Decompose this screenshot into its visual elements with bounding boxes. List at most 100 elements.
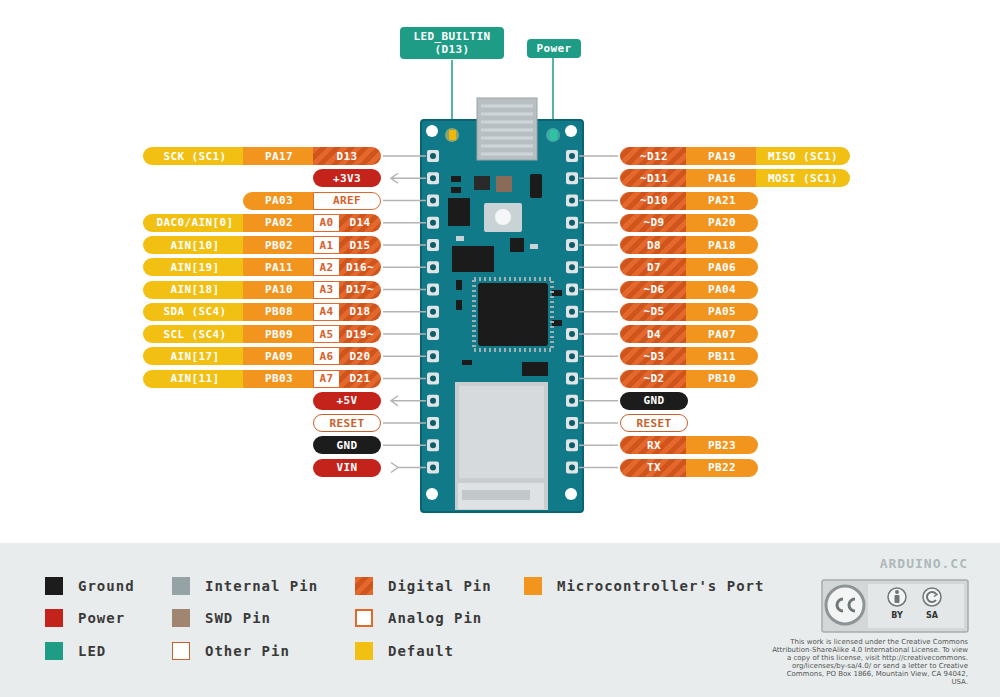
mounting-hole — [426, 488, 438, 500]
pin-text: Power — [536, 42, 571, 55]
board-outline — [421, 120, 583, 512]
analog-pin-label: A4 — [313, 303, 340, 321]
power-pin-label: VIN — [313, 459, 381, 477]
license-badge — [822, 580, 968, 632]
reset-button — [484, 203, 522, 232]
legend-swatch — [45, 642, 63, 660]
digital-pin-label: ~D12 — [620, 147, 688, 165]
power-arrow — [391, 173, 426, 472]
digital-pin-label: D20 — [339, 347, 381, 365]
default-label: AIN[18] — [143, 281, 247, 299]
callout-box: LED_BUILTIN (D13) — [400, 27, 504, 59]
pin-text: PB11 — [708, 350, 736, 363]
analog-pin-label: A1 — [313, 236, 340, 254]
legend-text: Internal Pin — [205, 576, 318, 596]
ground-pin-label: GND — [313, 436, 381, 454]
port-label: PB22 — [686, 459, 758, 477]
pin-text: LED_BUILTIN (D13) — [404, 30, 500, 56]
pin-text: GND — [643, 394, 664, 407]
legend-swatch — [45, 577, 63, 595]
pin-text: PA04 — [708, 283, 736, 296]
legend-swatch — [355, 642, 373, 660]
pin-text: AREF — [333, 194, 361, 207]
legend-text: Ground — [78, 576, 135, 596]
port-label: PA16 — [686, 169, 758, 187]
port-label: PA17 — [243, 147, 315, 165]
pin-text: ~D10 — [640, 194, 668, 207]
port-label: PA04 — [686, 281, 758, 299]
port-label: PA07 — [686, 325, 758, 343]
pin-text: +5V — [336, 394, 357, 407]
digital-pin-label: ~D5 — [620, 303, 688, 321]
pin-text: D14 — [349, 216, 370, 229]
legend-swatch — [172, 577, 190, 595]
default-label: SCL (SC4) — [143, 325, 247, 343]
pin-leader — [579, 156, 618, 468]
digital-pin-label: ~D2 — [620, 370, 688, 388]
port-label: PA02 — [243, 214, 315, 232]
led — [449, 130, 456, 140]
pin-text: +3V3 — [333, 172, 361, 185]
pin-text: VIN — [336, 461, 357, 474]
pin-text: AIN[17] — [170, 350, 219, 363]
license-note: This work is licensed under the Creative… — [768, 638, 968, 686]
pin-text: ~D2 — [643, 372, 664, 385]
pin-text: RESET — [329, 417, 364, 430]
digital-pin-label: D17~ — [339, 281, 381, 299]
legend-text: Microcontroller's Port — [557, 576, 764, 596]
pin-text: A0 — [319, 216, 333, 229]
digital-pin-label: ~D9 — [620, 214, 688, 232]
legend-text: Digital Pin — [388, 576, 492, 596]
pin-text: D16~ — [346, 261, 374, 274]
pin-text: D15 — [349, 239, 370, 252]
ground-pin-label: GND — [620, 392, 688, 410]
port-label: PA11 — [243, 258, 315, 276]
pin-text: A5 — [319, 328, 333, 341]
pin-text: PA02 — [265, 216, 293, 229]
digital-pin-label: TX — [620, 459, 688, 477]
port-label: PA20 — [686, 214, 758, 232]
pin-text: PA06 — [708, 261, 736, 274]
default-label: SCK (SC1) — [143, 147, 247, 165]
legend-swatch — [45, 609, 63, 627]
analog-pin-label: AREF — [313, 192, 381, 210]
pin-text: A4 — [319, 305, 333, 318]
analog-pin-label: A2 — [313, 258, 340, 276]
pin-text: A1 — [319, 239, 333, 252]
pin-text: DAC0/AIN[0] — [156, 216, 233, 229]
legend-swatch — [355, 609, 373, 627]
other-pin-label: RESET — [313, 414, 381, 432]
port-label: PA06 — [686, 258, 758, 276]
pin-text: D21 — [349, 372, 370, 385]
legend-swatch — [172, 642, 190, 660]
pin-text: AIN[10] — [170, 239, 219, 252]
legend-text: Other Pin — [205, 641, 290, 661]
digital-pin-label: D8 — [620, 236, 688, 254]
pin-text: PB22 — [708, 461, 736, 474]
pin-text: D20 — [349, 350, 370, 363]
mounting-hole — [565, 125, 577, 137]
pin-text: PA10 — [265, 283, 293, 296]
pin-text: D4 — [647, 328, 661, 341]
pin-text: PB08 — [265, 305, 293, 318]
usb-ridges — [481, 106, 533, 154]
legend-text: SWD Pin — [205, 608, 271, 628]
digital-pin-label: ~D10 — [620, 192, 688, 210]
default-label: SDA (SC4) — [143, 303, 247, 321]
digital-pin-label: ~D3 — [620, 347, 688, 365]
digital-pin-label: D4 — [620, 325, 688, 343]
port-label: PB10 — [686, 370, 758, 388]
pin-text: RX — [647, 439, 661, 452]
pin-text: AIN[18] — [170, 283, 219, 296]
microcontroller — [478, 283, 548, 346]
analog-pin-label: A0 — [313, 214, 340, 232]
pin-text: PA11 — [265, 261, 293, 274]
pin-text: PB09 — [265, 328, 293, 341]
pin-text: MISO (SC1) — [768, 150, 838, 163]
default-label: MOSI (SC1) — [756, 169, 850, 187]
default-label: AIN[19] — [143, 258, 247, 276]
pin-pads — [427, 150, 578, 474]
pin-text: PB23 — [708, 439, 736, 452]
port-label: PA19 — [686, 147, 758, 165]
site-name: ARDUINO.CC — [880, 556, 968, 572]
